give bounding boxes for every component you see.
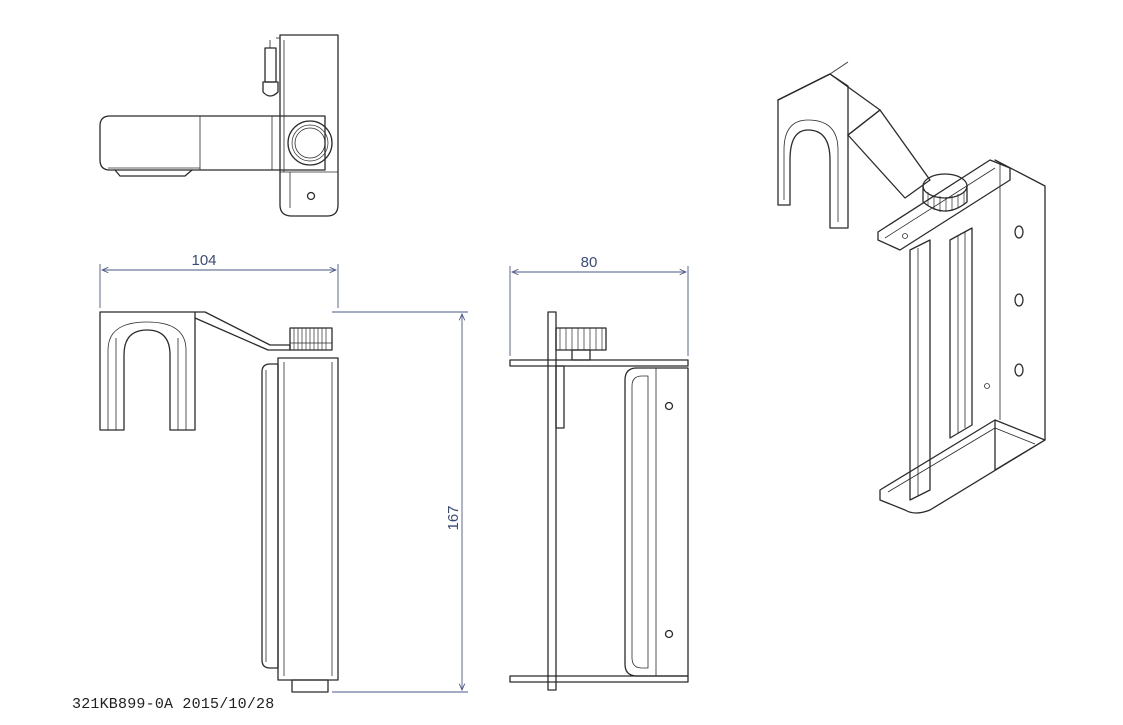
dimension-104-label: 104: [191, 252, 216, 269]
dimension-80: 80: [509, 254, 689, 356]
top-view: [99, 34, 339, 217]
side-view: [509, 311, 689, 691]
dimension-167-label: 167: [445, 505, 462, 530]
isometric-view: [777, 61, 1046, 514]
dimension-167: 167: [332, 311, 468, 693]
dimension-104: 104: [99, 252, 339, 308]
front-view: [99, 311, 339, 693]
dimension-80-label: 80: [581, 254, 598, 271]
part-number-label: 321KB899-0A 2015/10/28: [72, 696, 275, 713]
